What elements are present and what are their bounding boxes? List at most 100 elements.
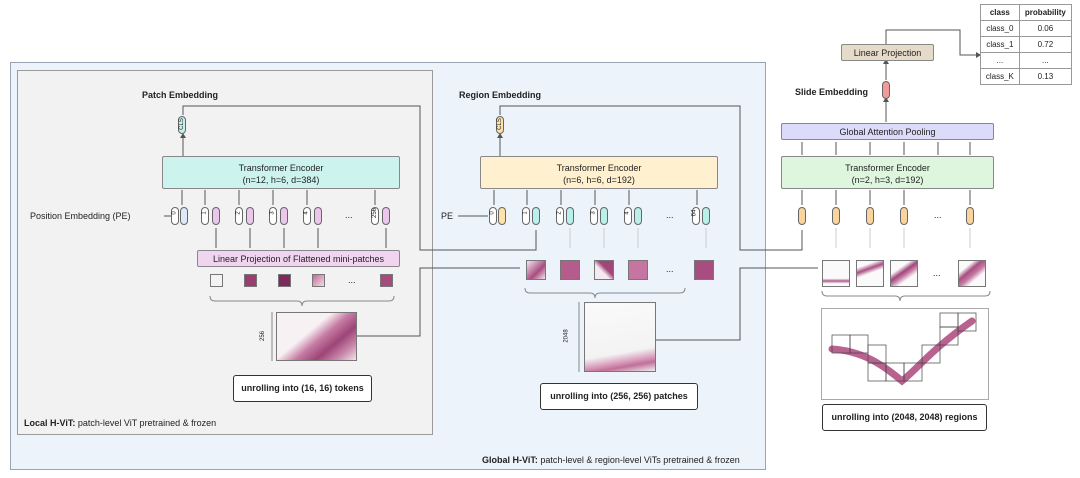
patch-token [246, 207, 254, 225]
position-embedding-label: Position Embedding (PE) [30, 211, 131, 221]
region-pe-token [624, 207, 632, 225]
region-pe-label: PE [441, 211, 454, 221]
region-tile-image [584, 302, 656, 372]
slide-embedding-title: Slide Embedding [795, 87, 869, 97]
patch-cls-output-label: CLS [178, 118, 185, 130]
table-header: probability [1018, 4, 1073, 21]
region-token [600, 207, 608, 225]
mini-patch-thumbnail [244, 274, 257, 287]
patch-index: 2 [235, 211, 242, 215]
region-embedding-title: Region Embedding [459, 90, 541, 100]
patch-token [212, 207, 220, 225]
patch-pe-token [235, 207, 243, 225]
slide-ellipsis: ... [934, 210, 942, 220]
region-token [566, 207, 574, 225]
whole-slide-image [821, 308, 989, 400]
slide-encoder-title: Transformer Encoder [845, 163, 930, 173]
mini-patch-thumbnail [380, 274, 393, 287]
region-token [532, 207, 540, 225]
patch-index: 0 [171, 211, 178, 215]
slide-region-thumbnail [890, 260, 918, 287]
slide-region-thumbnail [958, 260, 986, 287]
slide-caption: unrolling into (2048, 2048) regions [831, 412, 978, 422]
region-cls-output-label: CLS [496, 118, 503, 130]
region-encoder-title: Transformer Encoder [556, 163, 642, 173]
mini-patch-thumbnail [278, 274, 291, 287]
region-transformer-encoder: Transformer Encoder (n=6, h=6, d=192) [480, 156, 718, 189]
local-hvit-label: Local H-ViT: patch-level ViT pretrained … [24, 418, 216, 428]
slide-output-token [882, 81, 890, 99]
region-index: 4 [624, 211, 631, 215]
patch-cls-output [178, 116, 186, 134]
patch-dim-label: 256 [260, 330, 267, 342]
slide-thumb-ellipsis: ... [933, 268, 941, 278]
region-thumb-ellipsis: ... [666, 264, 674, 274]
region-pe-token [489, 207, 497, 225]
region-pe-token [692, 207, 700, 225]
slide-transformer-encoder: Transformer Encoder (n=2, h=3, d=192) [781, 156, 994, 189]
region-ellipsis: ... [666, 210, 674, 220]
slide-region-thumbnail [822, 260, 850, 287]
patch-token [382, 207, 390, 225]
region-index: 2 [556, 211, 563, 215]
patch-encoder-params: (n=12, h=6, d=384) [242, 175, 320, 185]
pooling-label: Global Attention Pooling [839, 127, 936, 137]
patch-token [314, 207, 322, 225]
patch-embedding-title: Patch Embedding [142, 90, 219, 100]
patch-encoder-title: Transformer Encoder [238, 163, 324, 173]
patch-cls-token [180, 207, 188, 225]
region-patch-thumbnail [628, 260, 648, 280]
global-hvit-name: Global H-ViT: [482, 455, 538, 465]
region-patch-thumbnail [526, 260, 546, 280]
patch-pe-token [269, 207, 277, 225]
patch-index: 3 [269, 211, 276, 215]
region-token [634, 207, 642, 225]
slide-token [832, 207, 840, 225]
region-pe-token [522, 207, 530, 225]
slide-caption-box: unrolling into (2048, 2048) regions [822, 404, 987, 431]
slide-encoder-params: (n=2, h=3, d=192) [851, 175, 924, 185]
mini-patch-projection-label: Linear Projection of Flattened mini-patc… [212, 254, 385, 264]
region-index: 3 [590, 211, 597, 215]
mini-patch-projection: Linear Projection of Flattened mini-patc… [197, 250, 400, 267]
region-encoder-params: (n=6, h=6, d=192) [563, 175, 635, 185]
region-patch-thumbnail [560, 260, 580, 280]
region-pe-token [556, 207, 564, 225]
global-hvit-label: Global H-ViT: patch-level & region-level… [482, 455, 740, 465]
patch-pe-token [201, 207, 209, 225]
table-row: ...... [980, 52, 1073, 69]
patch-caption-box: unrolling into (16, 16) tokens [233, 375, 372, 402]
region-cls-output [496, 116, 504, 134]
region-caption: unrolling into (256, 256) patches [550, 391, 688, 401]
mini-patch-thumbnail [210, 274, 223, 287]
region-token [702, 207, 710, 225]
patch-ellipsis: ... [345, 210, 353, 220]
patch-token [280, 207, 288, 225]
patch-index: 256 [372, 207, 379, 219]
slide-token [866, 207, 874, 225]
patch-tile-image [276, 312, 357, 361]
local-hvit-name: Local H-ViT: [24, 418, 76, 428]
region-caption-box: unrolling into (256, 256) patches [540, 383, 698, 410]
patch-pe-token [171, 207, 179, 225]
region-cls-token [498, 207, 506, 225]
mini-patch-ellipsis: ... [348, 275, 356, 285]
slide-token [966, 207, 974, 225]
linear-projection-label: Linear Projection [853, 48, 922, 58]
region-dim-label: 2048 [563, 329, 570, 343]
global-attention-pooling: Global Attention Pooling [781, 123, 994, 140]
slide-token [900, 207, 908, 225]
slide-token [798, 207, 806, 225]
global-hvit-desc: patch-level & region-level ViTs pretrain… [540, 455, 740, 465]
patch-transformer-encoder: Transformer Encoder (n=12, h=6, d=384) [162, 156, 400, 189]
region-patch-thumbnail [594, 260, 614, 280]
patch-index: 1 [201, 211, 208, 215]
whole-slide-tissue [828, 312, 977, 386]
region-patch-thumbnail [694, 260, 714, 280]
patch-caption: unrolling into (16, 16) tokens [241, 383, 364, 393]
patch-index: 4 [303, 211, 310, 215]
